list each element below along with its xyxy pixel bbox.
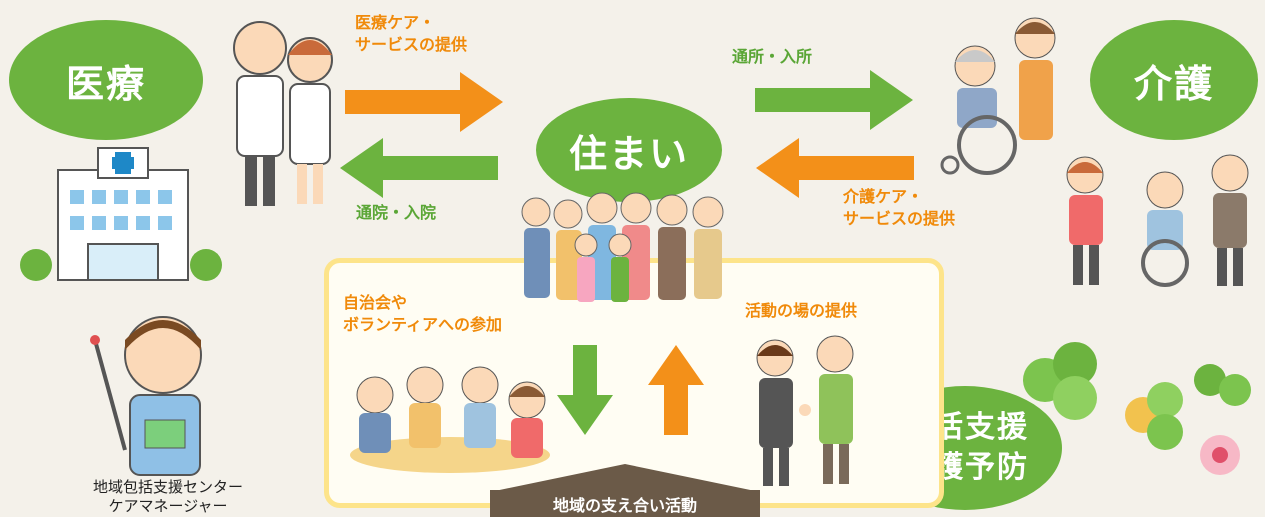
arrow-home-to-medical	[340, 138, 498, 198]
home-oval: 住まい	[536, 98, 722, 202]
cheering-elderly-icon	[1066, 154, 1249, 287]
center-label: 地域包括支援センター ケアマネージャー	[58, 478, 278, 516]
doctor-nurse-icon	[233, 21, 333, 206]
arrow-care-to-home	[756, 138, 914, 198]
medical-label: 医療	[65, 61, 146, 106]
participation-line2: ボランティアへの参加	[343, 315, 503, 334]
care-manager-icon	[90, 316, 202, 476]
arrow-down-green	[557, 345, 613, 435]
place-provision-label: 活動の場の提供	[745, 301, 858, 320]
medical-oval: 医療	[9, 20, 203, 140]
community-label: 地域の支え合い活動	[490, 490, 760, 517]
care-oval: 介護	[1090, 20, 1258, 140]
clover-decoration-icon	[1023, 342, 1251, 475]
medical-service-line1: 医療ケア・	[355, 13, 436, 32]
medical-service-label: 医療ケア・ サービスの提供	[355, 12, 467, 56]
participation-label: 自治会や ボランティアへの参加	[343, 292, 502, 336]
volunteer-group-icon	[350, 366, 550, 473]
arrow-medical-to-home	[345, 72, 503, 132]
medical-service-line2: サービスの提供	[355, 35, 468, 54]
care-label: 介護	[1133, 61, 1214, 106]
care-service-label: 介護ケア・ サービスの提供	[843, 186, 955, 230]
arrow-up-orange	[648, 345, 704, 435]
handshake-icon	[756, 335, 854, 486]
home-label: 住まい	[568, 131, 689, 176]
care-service-line1: 介護ケア・	[843, 187, 924, 206]
family-group-icon	[521, 192, 724, 302]
care-facility-label: 通所・入所	[732, 47, 813, 66]
participation-line1: 自治会や	[343, 293, 408, 312]
care-service-line2: サービスの提供	[843, 209, 956, 228]
wheelchair-carer-icon	[940, 17, 1056, 175]
arrow-home-to-care	[755, 70, 913, 130]
center-label-line1: 地域包括支援センター	[92, 478, 243, 496]
center-label-line2: ケアマネージャー	[108, 497, 228, 515]
hospital-building-icon	[20, 147, 222, 281]
community-label-text: 地域の支え合い活動	[552, 495, 697, 515]
house-roof-tab	[490, 464, 760, 492]
hospital-visit-label: 通院・入院	[356, 203, 437, 222]
